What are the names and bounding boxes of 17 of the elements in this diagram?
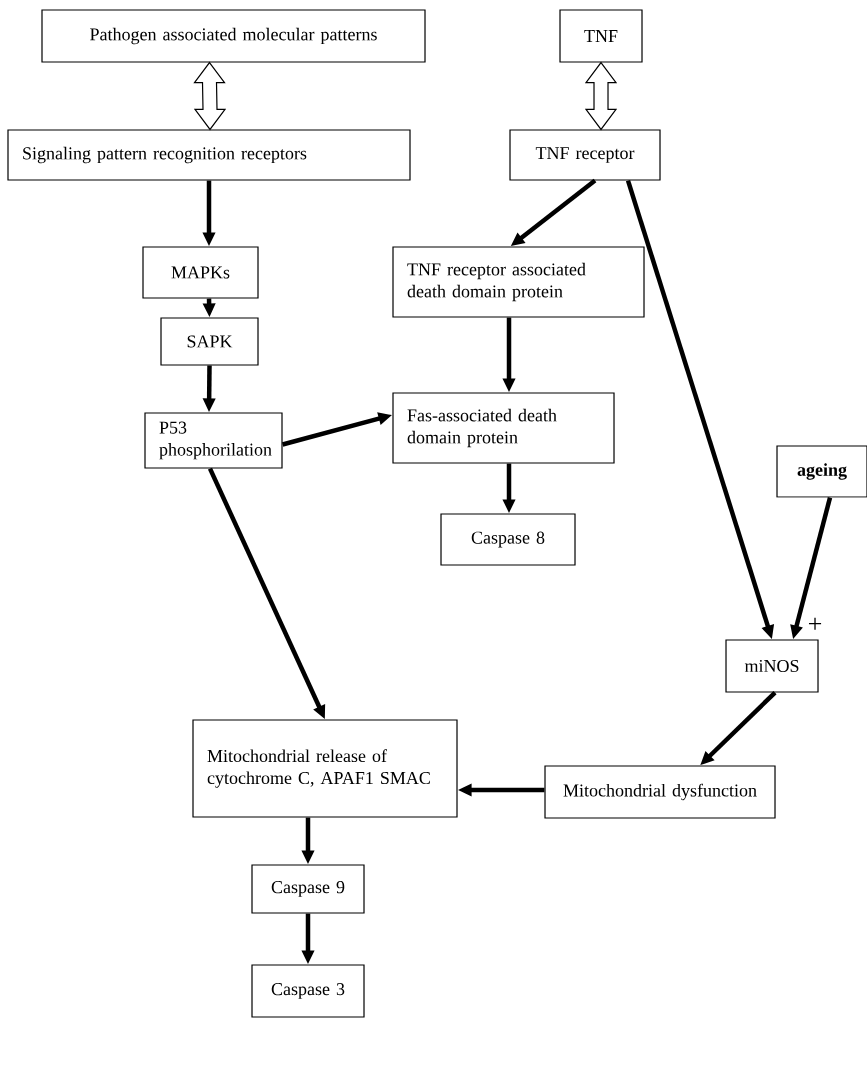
process-box: Mitochondrial release of cytochrome C, APAF1 SMAC bbox=[192, 719, 458, 818]
process-box: P53 phosphorilation bbox=[144, 412, 283, 469]
process-box: Caspase 3 bbox=[251, 964, 365, 1018]
process-box: ageing bbox=[776, 445, 867, 498]
process-box: miNOS bbox=[725, 639, 819, 693]
process-box: Fas-associated death domain protein bbox=[392, 392, 615, 464]
process-box: TNF bbox=[559, 9, 643, 63]
process-box: SAPK bbox=[160, 317, 259, 366]
edge-label: + bbox=[809, 617, 822, 630]
process-box: TNF receptor bbox=[509, 129, 661, 181]
process-box: Caspase 9 bbox=[251, 864, 365, 914]
process-box: Caspase 8 bbox=[440, 513, 576, 566]
process-box: Pathogen associated molecular patterns bbox=[41, 9, 426, 63]
process-box: Signaling pattern recognition receptors bbox=[7, 129, 411, 181]
process-box: Mitochondrial dysfunction bbox=[544, 765, 776, 819]
process-box: TNF receptor associated death domain protein bbox=[392, 246, 645, 318]
process-box: MAPKs bbox=[142, 246, 259, 299]
